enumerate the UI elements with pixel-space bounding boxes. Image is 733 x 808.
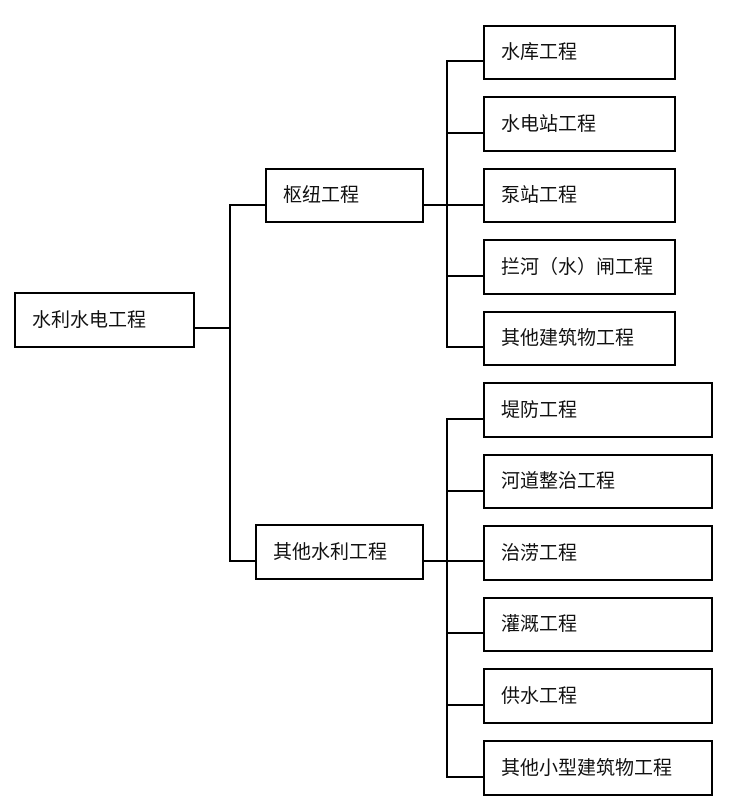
connector <box>229 204 231 562</box>
leaf-node: 灌溉工程 <box>483 597 713 652</box>
connector <box>446 60 484 62</box>
connector <box>194 327 231 329</box>
leaf-node: 供水工程 <box>483 668 713 724</box>
branch-node-other: 其他水利工程 <box>255 524 424 580</box>
connector <box>446 560 484 562</box>
connector <box>423 204 448 206</box>
connector <box>446 632 484 634</box>
leaf-node: 拦河（水）闸工程 <box>483 239 676 295</box>
connector <box>229 204 266 206</box>
connector <box>229 560 256 562</box>
leaf-node: 泵站工程 <box>483 168 676 223</box>
connector <box>446 418 484 420</box>
leaf-node: 河道整治工程 <box>483 454 713 509</box>
connector <box>446 346 484 348</box>
connector <box>446 776 484 778</box>
connector <box>446 490 484 492</box>
leaf-node: 其他小型建筑物工程 <box>483 740 713 796</box>
connector <box>446 132 484 134</box>
connector <box>446 704 484 706</box>
connector <box>446 204 484 206</box>
branch-node-hub: 枢纽工程 <box>265 168 424 223</box>
root-node: 水利水电工程 <box>14 292 195 348</box>
leaf-node: 水库工程 <box>483 25 676 80</box>
connector <box>446 418 448 778</box>
connector <box>423 560 448 562</box>
connector <box>446 275 484 277</box>
leaf-node: 其他建筑物工程 <box>483 311 676 366</box>
leaf-node: 堤防工程 <box>483 382 713 438</box>
leaf-node: 治涝工程 <box>483 525 713 581</box>
leaf-node: 水电站工程 <box>483 96 676 152</box>
